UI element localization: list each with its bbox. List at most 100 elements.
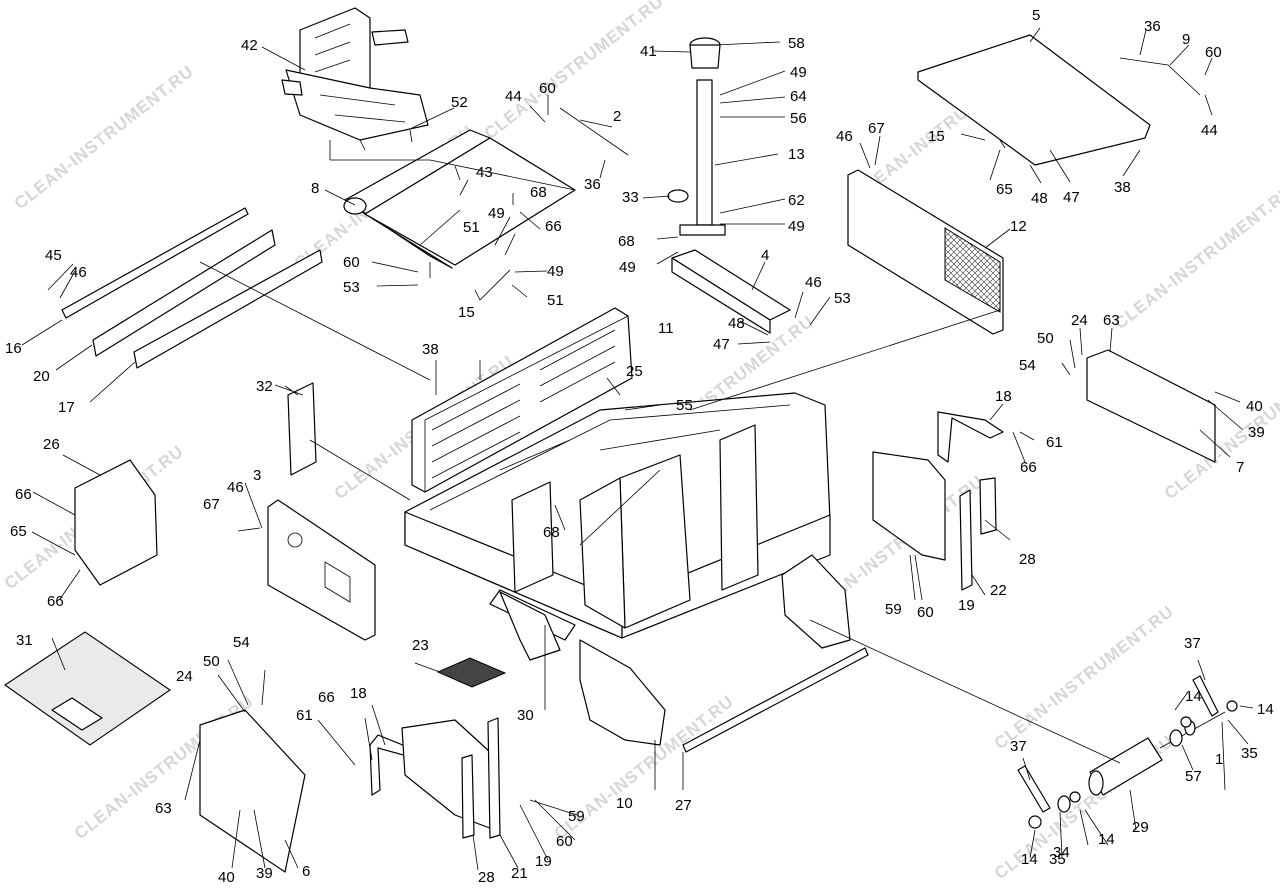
label-28b: 28	[478, 869, 495, 886]
label-50b: 50	[203, 653, 220, 670]
floor-mat	[4, 631, 171, 746]
label-34: 34	[1053, 844, 1070, 861]
label-47b: 47	[713, 336, 730, 353]
label-17: 17	[58, 399, 75, 416]
label-6: 6	[302, 863, 310, 880]
label-4: 4	[761, 247, 769, 264]
label-62: 62	[788, 192, 805, 209]
watermark: CLEAN-INSTRUMENT.RU	[1111, 181, 1280, 333]
label-36a: 36	[584, 176, 601, 193]
label-11: 11	[658, 320, 674, 337]
label-13: 13	[788, 146, 805, 163]
label-63b: 63	[155, 800, 172, 817]
cushion-bar	[329, 129, 576, 269]
main-frame	[404, 392, 831, 661]
label-40a: 40	[1246, 398, 1263, 415]
label-51b: 51	[547, 292, 564, 309]
label-53b: 53	[834, 290, 851, 307]
label-64: 64	[790, 88, 807, 105]
label-53a: 53	[343, 279, 360, 296]
label-54b: 54	[233, 634, 250, 651]
label-38b: 38	[1114, 179, 1131, 196]
label-19a: 19	[958, 597, 975, 614]
label-55: 55	[676, 397, 693, 414]
label-25: 25	[626, 363, 643, 380]
rod-2	[559, 107, 629, 156]
side-strips	[61, 207, 323, 369]
label-50a: 50	[1037, 330, 1054, 347]
label-46a: 46	[70, 264, 87, 281]
label-39b: 39	[256, 865, 273, 882]
label-51a: 51	[463, 219, 480, 236]
label-68a: 68	[530, 184, 547, 201]
control-rod	[1119, 57, 1201, 96]
label-3: 3	[253, 467, 261, 484]
label-65a: 65	[10, 523, 27, 540]
label-65b: 65	[996, 181, 1013, 198]
label-23: 23	[412, 637, 429, 654]
label-31: 31	[16, 632, 33, 649]
label-29: 29	[1132, 819, 1149, 836]
part-labels: 1 2 3 4 5 6 7 8 9 10 11 12 13 14 14 14 1…	[5, 7, 1274, 886]
label-39a: 39	[1248, 424, 1265, 441]
label-38a: 38	[422, 341, 439, 358]
label-66b: 66	[47, 593, 64, 610]
slide-rail	[671, 249, 791, 334]
right-flap	[1086, 349, 1216, 463]
steering-column	[679, 37, 726, 236]
label-14d: 14	[1098, 831, 1115, 848]
label-15b: 15	[928, 128, 945, 145]
label-60e: 60	[556, 833, 573, 850]
label-60c: 60	[1205, 44, 1222, 61]
knob	[667, 189, 689, 203]
label-24a: 24	[1071, 312, 1088, 329]
label-18b: 18	[350, 685, 367, 702]
label-8: 8	[311, 180, 319, 197]
lower-flap	[199, 709, 306, 873]
step-tread	[436, 657, 507, 688]
label-15a: 15	[458, 304, 475, 321]
hydraulic-cylinder	[1017, 675, 1238, 829]
label-22: 22	[990, 582, 1007, 599]
label-14a: 14	[1185, 688, 1202, 705]
watermark: CLEAN-INSTRUMENT.RU	[481, 0, 668, 143]
label-33: 33	[622, 189, 639, 206]
label-35b: 35	[1049, 851, 1066, 868]
label-54a: 54	[1019, 357, 1036, 374]
label-52: 52	[451, 94, 468, 111]
label-16: 16	[5, 340, 22, 357]
label-14b: 14	[1257, 701, 1274, 718]
label-61b: 61	[296, 707, 313, 724]
label-46d: 46	[227, 479, 244, 496]
label-59b: 59	[568, 808, 585, 825]
label-24b: 24	[176, 668, 193, 685]
label-49d: 49	[488, 205, 505, 222]
label-59a: 59	[885, 601, 902, 618]
frame-legs	[579, 554, 851, 746]
watermark: CLEAN-INSTRUMENT.RU	[991, 601, 1178, 753]
label-30: 30	[517, 707, 534, 724]
seat-assembly	[281, 7, 429, 151]
label-1: 1	[1215, 751, 1223, 768]
label-49c: 49	[619, 259, 636, 276]
lower-brackets	[369, 717, 501, 839]
label-46c: 46	[805, 274, 822, 291]
leader-lines	[21, 27, 1254, 871]
grille-panel	[847, 169, 1004, 335]
label-68c: 68	[543, 524, 560, 541]
label-48b: 48	[728, 315, 745, 332]
bottom-rail	[682, 647, 869, 753]
label-43: 43	[476, 164, 493, 181]
label-63a: 63	[1103, 312, 1120, 329]
label-49e: 49	[547, 263, 564, 280]
label-36b: 36	[1144, 18, 1161, 35]
label-49b: 49	[788, 218, 805, 235]
label-2: 2	[613, 108, 621, 125]
watermark: CLEAN-INSTRUMENT.RU	[11, 61, 198, 213]
label-45: 45	[45, 247, 62, 264]
label-21: 21	[511, 865, 528, 882]
label-20: 20	[33, 368, 50, 385]
label-60b: 60	[343, 254, 360, 271]
label-57: 57	[1185, 768, 1202, 785]
